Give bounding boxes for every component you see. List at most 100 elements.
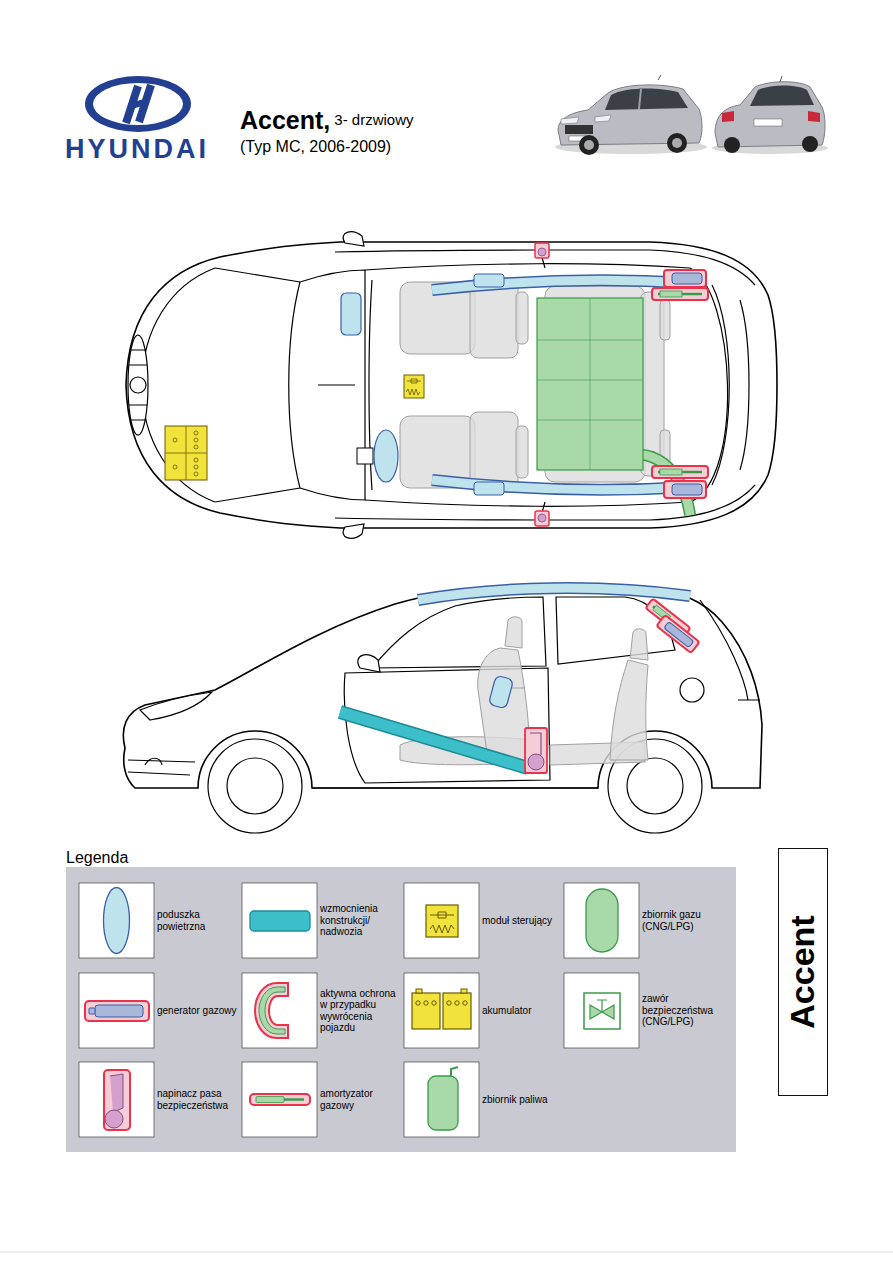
gas-generator [672, 273, 702, 284]
legend-icon [105, 1110, 123, 1128]
side-airbag [488, 675, 513, 709]
gas-strut [652, 288, 708, 478]
gas-generator [656, 615, 699, 653]
legend-cell [564, 973, 639, 1048]
side-tab-box: Accent [778, 848, 828, 1096]
gas-strut [652, 288, 708, 300]
legend-icon [242, 883, 317, 958]
legend-text: zbiornik paliwa [482, 1094, 548, 1106]
legend-text: akumulator [482, 1005, 531, 1017]
car-photo-front [658, 75, 661, 80]
car-side-view [680, 678, 704, 702]
legend-text: amortyzator gazowy [320, 1088, 400, 1111]
car-side-view [556, 597, 675, 664]
gas-strut [660, 291, 682, 297]
car-photo-front [639, 89, 641, 109]
legend-icon [426, 905, 458, 937]
legend-icon [89, 1008, 95, 1014]
seat [516, 292, 528, 344]
hyundai-logo [85, 76, 191, 132]
belt-tensioner [530, 733, 541, 755]
fuel-tank [537, 298, 643, 470]
battery [173, 465, 177, 469]
legend-icon [463, 1001, 467, 1005]
car-side-view [208, 739, 302, 833]
legend-icon [250, 911, 310, 931]
car-photo-front [672, 138, 682, 148]
legend-icon [104, 888, 130, 954]
car-photo-rear [754, 119, 782, 126]
car-photo-front [561, 117, 579, 124]
hyundai-logo [85, 76, 191, 132]
legend-cell [242, 973, 317, 1048]
curtain-airbag [474, 274, 504, 287]
legend-text: poduszka powietrzna [157, 909, 237, 932]
hyundai-logo [93, 83, 183, 125]
curtain-airbag [474, 482, 504, 495]
curtain-airbag [432, 280, 690, 290]
belt-tensioner [525, 728, 547, 773]
car-top-view [289, 270, 365, 500]
legend-icon [586, 889, 618, 952]
legend-item: moduł sterujący [482, 883, 560, 958]
structure-reinforcement [340, 712, 528, 768]
car-side-view [700, 600, 760, 700]
legend-panel [66, 867, 736, 1152]
car-top-view [343, 524, 364, 538]
gas-generator [664, 270, 706, 498]
subtitle: 3- drzwiowy [334, 111, 413, 128]
curtain-airbag [418, 588, 690, 600]
legend-item: zawór bezpieczeństwa (CNG/LPG) [642, 973, 730, 1048]
legend-icon [259, 987, 285, 1034]
legend-item: generator gazowy [157, 973, 237, 1048]
gas-generator [664, 622, 694, 648]
car-top-view [318, 384, 355, 385]
battery [194, 458, 198, 462]
legend-icon [104, 1070, 130, 1130]
gas-generator [672, 484, 702, 495]
side-airbag [488, 675, 513, 709]
car-photo-front [579, 135, 599, 155]
curtain-airbag [418, 588, 690, 600]
battery [165, 426, 207, 480]
car-photo-rear [722, 111, 734, 122]
car-photo-front [584, 140, 594, 150]
legend-item: zbiornik gazu (CNG/LPG) [642, 883, 730, 958]
car-photo-front [667, 133, 687, 153]
legend-text: aktywna ochrona w przypadku wywrócenia p… [320, 988, 400, 1034]
legend-icon [79, 883, 154, 958]
hyundai-logo [131, 101, 148, 106]
legend-item: amortyzator gazowy [320, 1062, 400, 1137]
car-top-view [343, 232, 364, 246]
battery [173, 431, 198, 476]
legend-icon [95, 1005, 143, 1017]
legend-cell [404, 883, 479, 958]
page-rule [0, 1252, 893, 1253]
belt-tensioner [538, 514, 546, 522]
legend-icon [255, 983, 288, 1038]
car-photo-rear [808, 111, 820, 122]
gas-generator [664, 481, 706, 498]
legend-icon [564, 973, 639, 1048]
legend-cell [242, 883, 317, 958]
legend-icon [430, 912, 454, 918]
legend-icon [404, 973, 479, 1048]
car-top-view [129, 350, 147, 420]
legend-icons [79, 883, 639, 1137]
airbag [341, 293, 398, 482]
seat [660, 300, 670, 340]
legend-icon [564, 883, 639, 958]
legend-icon [428, 1076, 458, 1130]
legend-icon [416, 1001, 420, 1005]
legend-cell [404, 1062, 479, 1137]
legend-cell [242, 1062, 317, 1137]
car-photo-front [555, 75, 707, 155]
car-side-view [358, 655, 380, 672]
legend-panel [66, 867, 736, 1152]
legend-icon [432, 1001, 436, 1005]
car-photo-rear [780, 76, 782, 82]
car-photo-front [565, 125, 593, 134]
legend-text: generator gazowy [157, 1005, 237, 1017]
curtain-airbag [432, 274, 690, 495]
